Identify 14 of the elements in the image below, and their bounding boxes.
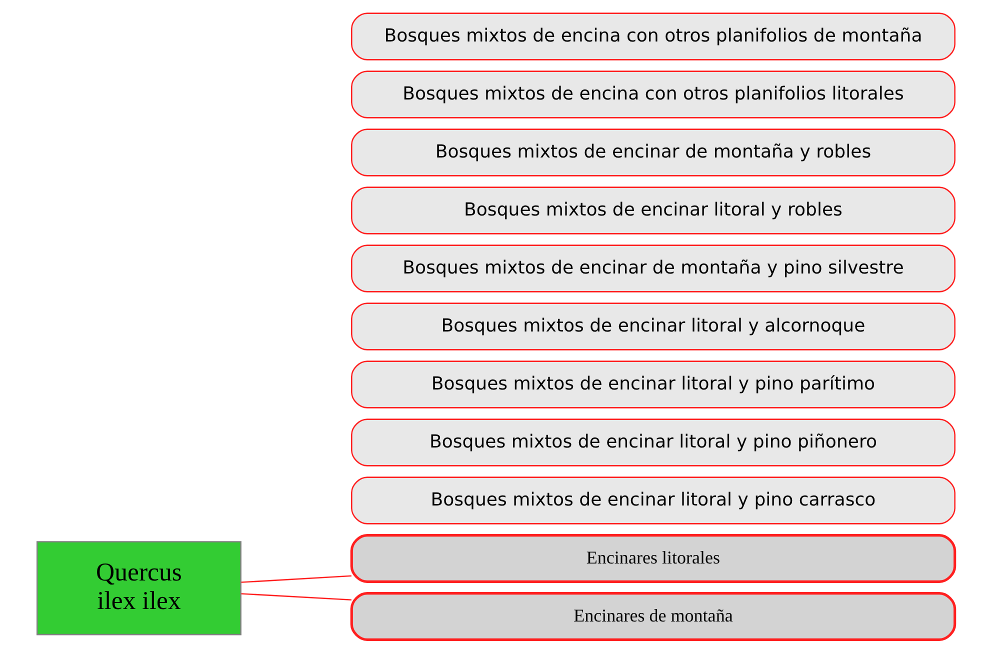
node-box: Bosques mixtos de encinar de montaña y pino silvestre xyxy=(350,244,955,292)
node-box: Bosques mixtos de encinar litoral y robles xyxy=(350,186,955,234)
connector xyxy=(240,575,351,583)
node-box: Bosques mixtos de encinar litoral y pino piñonero xyxy=(350,418,955,466)
node-box: Quercus ilex ilex xyxy=(36,541,241,636)
node-box: Bosques mixtos de encinar de montaña y robles xyxy=(350,128,955,176)
node-box: Encinares de montaña xyxy=(350,592,956,641)
node-box: Bosques mixtos de encinar litoral y alcornoque xyxy=(350,302,955,350)
node-box: Bosques mixtos de encinar litoral y pino parítimo xyxy=(350,360,955,408)
node-box: Bosques mixtos de encinar litoral y pino carrasco xyxy=(350,476,955,524)
node-box: Bosques mixtos de encina con otros planifolios de montaña xyxy=(350,12,955,60)
node-box: Bosques mixtos de encina con otros planifolios litorales xyxy=(350,70,955,118)
node-box: Encinares litorales xyxy=(350,534,956,583)
connector xyxy=(240,593,351,600)
